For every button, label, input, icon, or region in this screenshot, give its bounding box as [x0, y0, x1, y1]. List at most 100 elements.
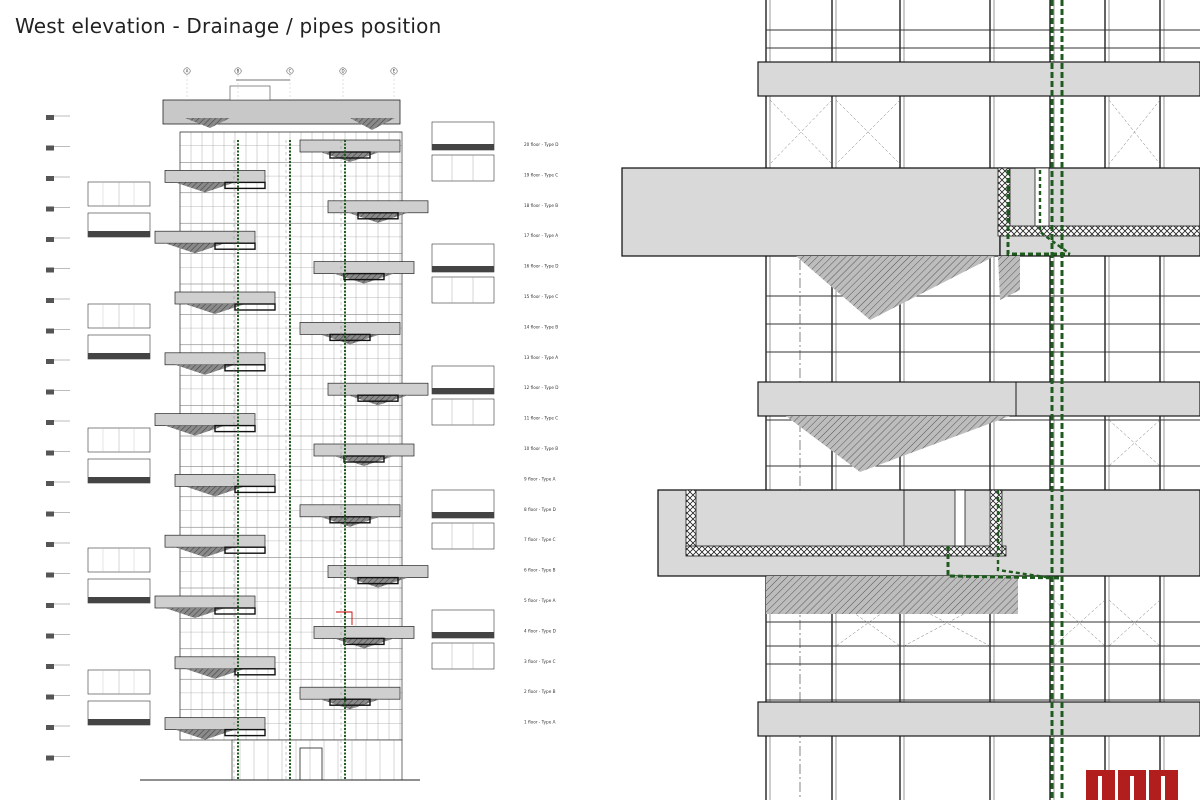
balcony-shadow [185, 668, 245, 679]
balcony-slab [313, 261, 415, 274]
slab-band-middle [757, 381, 1200, 417]
floor-label: 20 floor - Type D [524, 142, 559, 147]
balcony-slab [327, 565, 429, 578]
balcony-slab [313, 626, 415, 639]
page-title: West elevation - Drainage / pipes positi… [15, 14, 442, 38]
balcony-slab [313, 443, 415, 457]
grid-axis-label: E [393, 69, 396, 74]
slab-band-top [757, 61, 1200, 97]
level-marker [46, 389, 54, 395]
floor-label: 2 floor - Type B [524, 689, 556, 694]
grid-axis-label: C [289, 69, 292, 74]
grid-axis-bubble [234, 67, 242, 75]
balcony-slab [154, 595, 256, 609]
side-balcony-rail [88, 231, 150, 237]
balcony-shadow [334, 456, 394, 466]
balcony-shadow [320, 516, 380, 527]
grid-axis-bubble [183, 67, 191, 75]
floor-label: 12 floor - Type D [524, 385, 559, 390]
logo-square-3 [1149, 770, 1179, 800]
level-marker [46, 542, 54, 547]
glazing-cross [835, 99, 901, 165]
roof-shadow [185, 118, 230, 128]
balcony-slab [164, 534, 266, 548]
balcony-slab [164, 170, 266, 183]
level-marker [46, 572, 54, 578]
side-balcony-rail [432, 144, 494, 150]
balcony-shadow [185, 486, 245, 497]
drain-pipe-balcony-upper [1006, 170, 1070, 256]
balcony-slab-upper [621, 167, 1001, 257]
roof-plant-box [229, 85, 271, 101]
side-window-bay [431, 154, 495, 182]
balcony-rail [329, 151, 371, 159]
level-marker [46, 267, 54, 273]
floor-label: 7 floor - Type C [524, 537, 556, 542]
balcony-shadow [348, 212, 408, 223]
drain-pipe-balcony-upper-inner [1038, 170, 1071, 255]
balcony-rail [357, 394, 399, 402]
insulation-vertical [685, 489, 697, 555]
level-marker [46, 359, 54, 364]
glazing-cross [1108, 599, 1161, 647]
level-marker [46, 725, 54, 730]
drain-pipe-balcony-lower-inner [996, 490, 1053, 580]
level-marker [46, 511, 54, 517]
insulation-horizontal [997, 225, 1200, 237]
side-balcony-rail [88, 353, 150, 359]
balcony-slab [327, 200, 429, 214]
floor-label: 15 floor - Type C [524, 294, 558, 299]
ground-floor [231, 739, 403, 781]
balcony-rail [357, 576, 399, 585]
level-marker [46, 328, 54, 334]
grid-axis-bubble [286, 67, 294, 75]
logo-square-2 [1117, 770, 1147, 800]
balcony-shadow [175, 182, 235, 193]
balcony-slab [154, 230, 256, 244]
side-balcony-rail [432, 632, 494, 638]
slab-shadow-middle [786, 416, 1010, 472]
balcony-rail [214, 607, 256, 615]
insulation-horizontal [685, 545, 1007, 557]
balcony-shadow-lower [766, 576, 1018, 614]
grid-axis-bubble [390, 67, 398, 75]
balcony-shadow [348, 395, 408, 406]
level-marker [46, 481, 54, 486]
level-marker [46, 664, 54, 669]
company-logo [1086, 770, 1179, 800]
floor-label: 18 floor - Type B [524, 203, 558, 208]
balcony-slab [327, 382, 429, 396]
side-balcony-rail [88, 719, 150, 725]
balcony-slab [164, 717, 266, 730]
balcony-slab [164, 352, 266, 366]
balcony-rail [234, 485, 276, 494]
level-marker [46, 298, 54, 303]
balcony-rail [224, 728, 266, 737]
level-marker [46, 176, 54, 181]
balcony-shadow [165, 608, 225, 618]
side-window-bay [431, 522, 495, 550]
floor-label: 16 floor - Type D [524, 264, 559, 269]
balcony-rail [214, 424, 256, 433]
balcony-rail [329, 698, 371, 706]
side-window-bay [431, 398, 495, 426]
slab-band-bottom [757, 701, 1200, 737]
floor-label: 11 floor - Type C [524, 416, 558, 421]
balcony-rail [224, 364, 266, 372]
balcony-rail [357, 212, 399, 220]
side-balcony-rail [432, 266, 494, 272]
level-marker [46, 115, 54, 120]
balcony-shadow [175, 729, 235, 740]
balcony-rail [329, 333, 371, 342]
glazing-cross [1108, 419, 1161, 467]
floor-label: 17 floor - Type A [524, 233, 558, 238]
pipe-detail-section [621, 0, 1200, 800]
balcony-slab-upper-right [999, 167, 1200, 257]
balcony-shadow [175, 364, 235, 375]
level-marker [46, 633, 54, 639]
balcony-rail [234, 668, 276, 676]
balcony-slab [174, 474, 276, 487]
balcony-rail [224, 546, 266, 554]
glazing-cross [1108, 99, 1161, 165]
